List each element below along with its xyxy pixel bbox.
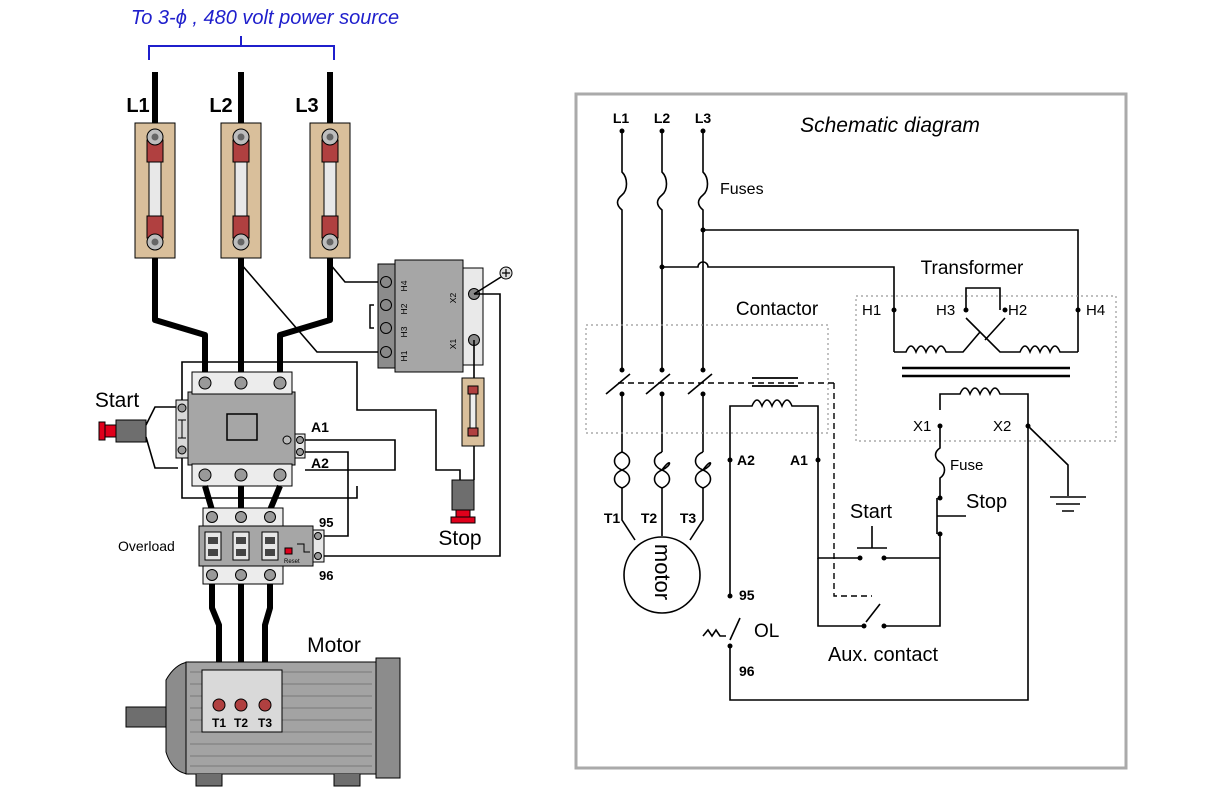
wire-contactor-ol-3 xyxy=(267,484,283,512)
wiring-a1-label: A1 xyxy=(311,419,329,435)
stop-pushbutton xyxy=(450,479,476,524)
schematic-h2: H2 xyxy=(1008,302,1027,319)
wire-start-upper xyxy=(145,406,178,426)
wiring-95-label: 95 xyxy=(319,515,333,530)
schematic-control-circuit xyxy=(702,426,1029,701)
wiring-start-label: Start xyxy=(95,389,140,412)
wiring-label-l2: L2 xyxy=(209,95,232,117)
schematic-aux-contact-label: Aux. contact xyxy=(828,644,939,666)
wiring-96-label: 96 xyxy=(319,568,333,583)
xfmr-terminal-h2: H2 xyxy=(399,303,409,314)
schematic-t1: T1 xyxy=(604,510,621,526)
schematic-t2: T2 xyxy=(641,510,658,526)
wiring-stop-label: Stop xyxy=(438,527,481,550)
schematic-x1: X1 xyxy=(913,418,931,435)
wire-x2-ground xyxy=(473,276,502,295)
schematic-ol-label: OL xyxy=(754,621,779,642)
fuse-holder-l1 xyxy=(134,122,176,259)
schematic-96: 96 xyxy=(739,663,755,679)
motor xyxy=(125,657,401,787)
wire-l3-h4 xyxy=(329,263,385,283)
control-transformer: H4 H2 H3 H1 X2 X1 xyxy=(369,259,484,373)
schematic-x2: X2 xyxy=(993,418,1011,435)
overload-label: Overload xyxy=(118,538,175,554)
wire-a2-overload95 xyxy=(304,451,349,537)
wire-fuse3-contactor xyxy=(277,258,333,372)
control-fuse xyxy=(461,377,485,447)
schematic-label-l1: L1 xyxy=(613,110,630,126)
xfmr-terminal-h4: H4 xyxy=(399,280,409,291)
schematic-95: 95 xyxy=(739,587,755,603)
wire-x2-overload96 xyxy=(324,293,501,557)
schematic-h3: H3 xyxy=(936,302,955,319)
xfmr-terminal-h1: H1 xyxy=(399,350,409,361)
schematic-frame xyxy=(574,92,1128,770)
wire-a1-a2-loop xyxy=(304,439,396,471)
motor-terminal-t2: T2 xyxy=(234,716,248,730)
schematic-contactor xyxy=(585,324,872,597)
wiring-label-l3: L3 xyxy=(295,95,318,117)
fuse-holder-l3 xyxy=(309,122,351,259)
motor-terminal-t1: T1 xyxy=(212,716,226,730)
fuse-holder-l2 xyxy=(220,122,262,259)
schematic-transformer-label: Transformer xyxy=(921,258,1024,279)
h2-h3-jumper xyxy=(369,304,374,329)
schematic-contactor-label: Contactor xyxy=(736,299,819,320)
wire-start-lower xyxy=(145,436,178,469)
schematic-label-l3: L3 xyxy=(695,110,712,126)
schematic-fuses-label: Fuses xyxy=(720,181,764,198)
contactor xyxy=(175,371,306,487)
schematic-label-l2: L2 xyxy=(654,110,671,126)
xfmr-terminal-x1: X1 xyxy=(448,339,458,350)
overload-relay xyxy=(198,507,325,585)
wiring-diagram: To 3-ϕ , 480 volt power source L1 L2 L3 xyxy=(95,7,513,787)
overload-reset-label: Reset xyxy=(284,559,300,565)
schematic-title: Schematic diagram xyxy=(800,114,980,137)
wire-contactor-stop xyxy=(181,361,461,480)
schematic-motor xyxy=(623,536,701,614)
schematic-fuse-label: Fuse xyxy=(950,457,983,474)
schematic-h1: H1 xyxy=(862,302,881,319)
xfmr-terminal-x2: X2 xyxy=(448,293,458,304)
schematic-a1: A1 xyxy=(790,452,808,468)
schematic-start-label: Start xyxy=(850,501,893,523)
schematic-motor-label: motor xyxy=(650,544,675,600)
schematic-diagram: Schematic diagram L1 L2 L3 Fuses xyxy=(574,92,1128,770)
start-pushbutton xyxy=(98,419,147,443)
ground-stud-icon xyxy=(499,266,513,280)
schematic-stop-label: Stop xyxy=(966,491,1007,513)
wire-fuse1-contactor xyxy=(152,258,208,372)
power-source-label: To 3-ϕ , 480 volt power source xyxy=(131,7,399,29)
ground-symbol-icon xyxy=(1027,425,1086,512)
schematic-t3: T3 xyxy=(680,510,697,526)
wiring-motor-label: Motor xyxy=(307,634,361,657)
xfmr-terminal-h3: H3 xyxy=(399,326,409,337)
wiring-a2-label: A2 xyxy=(311,455,329,471)
wire-contactor-ol-1 xyxy=(202,485,215,511)
wiring-label-l1: L1 xyxy=(126,95,149,117)
motor-terminal-t3: T3 xyxy=(258,716,272,730)
source-brace xyxy=(148,36,335,60)
schematic-h4: H4 xyxy=(1086,302,1105,319)
schematic-power-lines xyxy=(605,128,713,541)
schematic-a2: A2 xyxy=(737,452,755,468)
wire-l2-h1 xyxy=(240,263,385,353)
